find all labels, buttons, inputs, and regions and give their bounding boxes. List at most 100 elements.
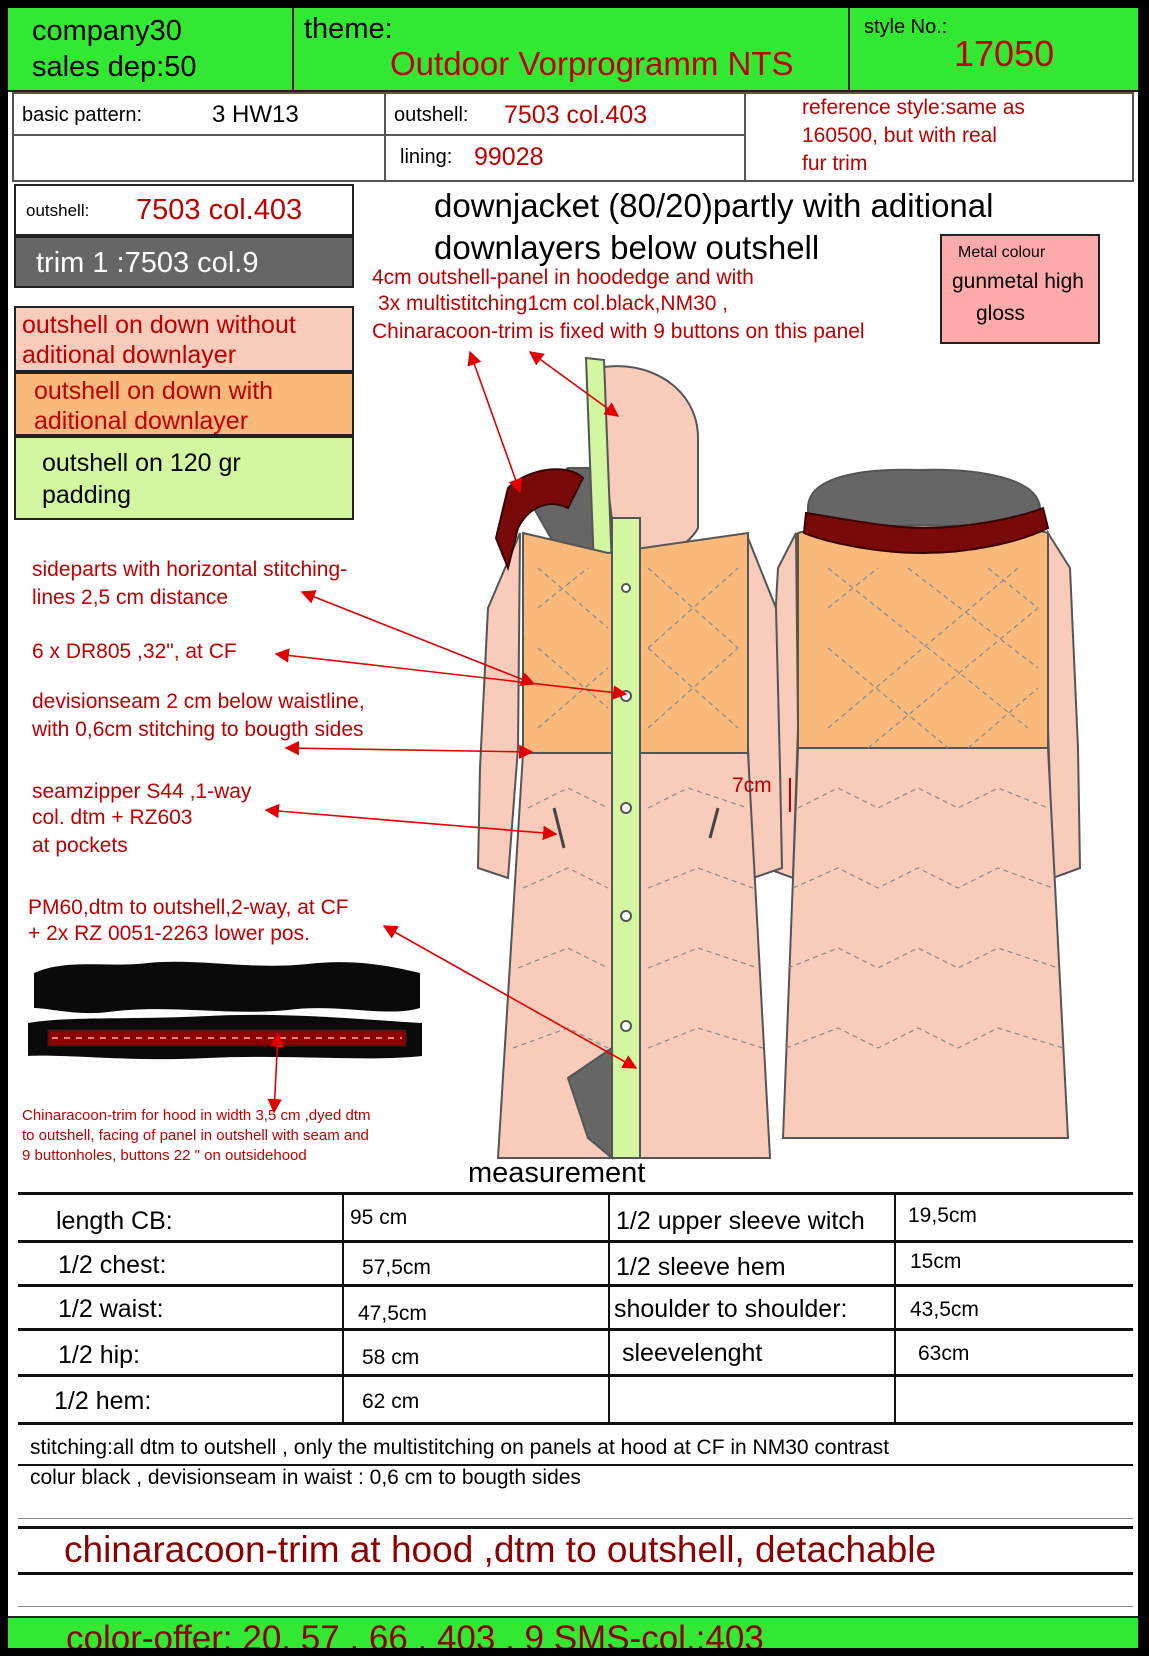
legend-with-down-1: outshell on down with [34,377,274,405]
hood-panel-note-3: Chinaracoon-trim is fixed with 9 buttons… [372,320,865,343]
outshell-label: outshell: [394,104,469,126]
m-value: 43,5cm [910,1298,979,1321]
m-value: 95 cm [350,1206,408,1229]
legend-with-down-2: aditional downlayer [34,407,249,435]
zipper-note-1: seamzipper S44 ,1-way [32,780,252,803]
measurement-row-line [18,1240,1133,1243]
legend-with-down: outshell on down with aditional downlaye… [14,372,354,436]
stitching-note-2: colur black , devisionseam in waist : 0,… [30,1466,581,1489]
front-view [476,356,784,1161]
notes-line [18,1526,1133,1529]
trim-detail-top [34,961,420,1014]
m-value: 19,5cm [908,1204,977,1227]
buttons-note: 6 x DR805 ,32", at CF [32,640,237,663]
m-label: 1/2 waist: [58,1295,164,1323]
measurement-row-line [18,1284,1133,1287]
measurement-title: measurement [468,1157,646,1189]
m-label: 1/2 sleeve hem [616,1253,786,1281]
pm60-note-1: PM60,dtm to outshell,2-way, at CF [28,896,349,919]
m-value: 63cm [918,1342,970,1365]
reference-line-2: 160500, but with real [802,124,997,147]
back-view [764,468,1082,1139]
color-offer: color-offer: 20, 57 , 66 , 403 , 9 SMS-c… [66,1619,764,1650]
trim-note-1: Chinaracoon-trim for hood in width 3,5 c… [22,1107,371,1124]
division-note-1: devisionseam 2 cm below waistline, [32,690,365,713]
legend-padding: outshell on 120 gr padding [14,436,354,520]
jacket-drawing [28,350,1082,1161]
metal-colour-value-2: gloss [976,302,1026,325]
garment-title-1: downjacket (80/20)partly with aditional [434,187,994,224]
m-label: sleevelenght [622,1339,763,1367]
theme-label: theme: [304,13,393,45]
legend-outshell: outshell: 7503 col.403 [14,184,354,236]
basic-pattern-label: basic pattern: [22,104,143,126]
division-note-2: with 0,6cm stitching to bougth sides [32,718,364,741]
m-value: 47,5cm [358,1302,427,1325]
measurement-row-line [18,1374,1133,1377]
zipper-note-2: col. dtm + RZ603 [32,806,193,829]
zipper-note-3: at pockets [32,834,128,857]
theme-cell: theme: Outdoor Vorprogramm NTS [294,8,850,92]
m-value: 15cm [910,1250,962,1273]
garment-title-2: downlayers below outshell [434,229,820,266]
reference-line-1: reference style:same as [802,96,1025,119]
notes-line [18,1572,1133,1575]
company-name: company30 [32,15,182,47]
lining-label: lining: [400,146,453,168]
pm60-note-2: + 2x RZ 0051-2263 lower pos. [28,922,310,945]
m-label: 1/2 upper sleeve witch [616,1207,865,1235]
m-value: 57,5cm [362,1256,431,1279]
front-sleeve-left [476,532,521,880]
legend-no-down-2: aditional downlayer [22,341,237,369]
sales-dep: sales dep:50 [32,51,197,83]
back-hood [807,468,1042,529]
measurement-col-line [608,1192,610,1422]
notes-line-thin [18,1518,1133,1519]
legend-no-down: outshell on down without aditional downl… [14,306,354,372]
measurement-col-line [894,1192,896,1422]
info-divider-2 [744,92,746,182]
m-label: 1/2 hem: [54,1387,152,1415]
front-fur [494,468,585,572]
measurement-row-line [18,1422,1133,1425]
measurement-col-line [342,1192,344,1422]
info-divider-3 [12,134,746,136]
measurement-row-line [18,1328,1133,1331]
sideparts-note-2: lines 2,5 cm distance [32,586,229,609]
metal-colour-value-1: gunmetal high [952,270,1084,293]
m-label: 1/2 chest: [58,1251,167,1279]
legend-no-down-1: outshell on down without [22,311,296,339]
m-label: length CB: [56,1207,173,1235]
measurement-row-line [18,1192,1133,1195]
legend-padding-2: padding [42,481,131,509]
spec-sheet: company30 sales dep:50 theme: Outdoor Vo… [6,6,1140,1650]
m-label: 1/2 hip: [58,1341,141,1369]
legend-outshell-value: 7503 col.403 [136,194,303,226]
seven-cm-label: 7cm [732,774,772,797]
back-skirt [781,747,1070,1139]
basic-pattern-value: 3 HW13 [212,101,299,128]
m-value: 62 cm [362,1390,420,1413]
hood-panel-note-2: 3x multistitching1cm col.black,NM30 , [378,292,729,315]
info-box [12,92,1134,182]
m-value: 58 cm [362,1346,420,1369]
outshell-value: 7503 col.403 [504,101,648,129]
legend-outshell-label: outshell: [26,201,90,220]
info-divider-1 [384,92,386,182]
style-label: style No.: [864,16,948,38]
header-bar: company30 sales dep:50 theme: Outdoor Vo… [8,8,1138,92]
legend-trim-text: trim 1 :7503 col.9 [36,247,259,279]
notes-line [18,1464,1133,1466]
lining-value: 99028 [474,143,544,171]
style-number: 17050 [954,33,1055,74]
metal-colour-label: Metal colour [958,244,1046,261]
trim-detail [28,961,422,1060]
back-fur [802,506,1050,555]
pocket-zipper-right [708,807,720,839]
detachable-note: chinaracoon-trim at hood ,dtm to outshel… [64,1529,937,1570]
stitching-note-1: stitching:all dtm to outshell , only the… [30,1436,890,1459]
company-cell: company30 sales dep:50 [8,8,294,92]
trim-note-2: to outshell, facing of panel in outshell… [22,1127,369,1144]
trim-note-3: 9 buttonholes, buttons 22 " on outsideho… [22,1147,307,1164]
